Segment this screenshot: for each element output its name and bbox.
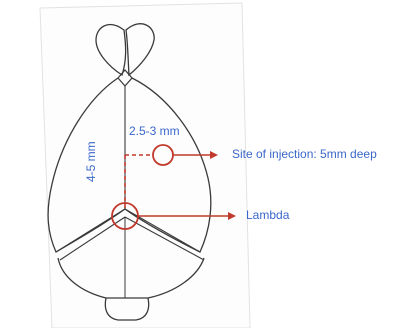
injection-site-label: Site of injection: 5mm deep: [232, 147, 377, 161]
lambda-label: Lambda: [246, 208, 289, 222]
horizontal-distance-label: 2.5-3 mm: [129, 124, 180, 138]
paper-sheet: [40, 3, 250, 328]
vertical-distance-label: 4-5 mm: [84, 141, 98, 182]
